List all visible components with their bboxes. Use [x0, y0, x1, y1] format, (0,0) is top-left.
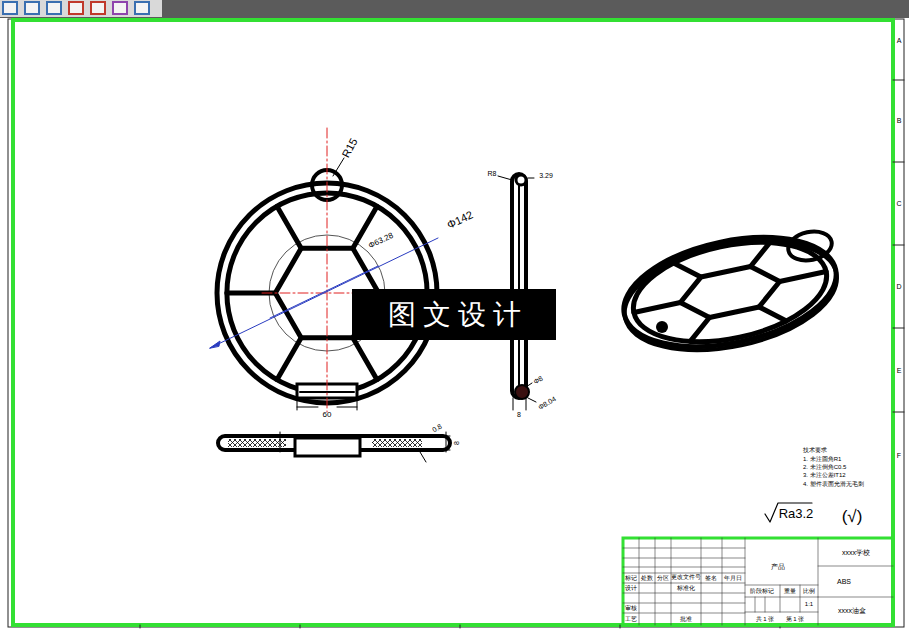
zone-letter: F	[897, 452, 901, 459]
dimension-text: Φ142	[445, 209, 474, 230]
table-cell: 重量	[784, 588, 796, 594]
zone-tick	[620, 625, 621, 628]
table-grid	[623, 538, 893, 625]
zone-tick	[893, 80, 904, 81]
watermark-text: 图 文 设 计	[388, 301, 521, 329]
table-cell: 设计	[625, 585, 637, 591]
note-text: 3. 未注公差IT12	[803, 472, 846, 478]
roughness-text: (√)	[842, 508, 863, 525]
note-text: 2. 未注倒角C0.5	[803, 464, 846, 470]
zone-letter: C	[896, 200, 901, 207]
toolbar-icons-bg	[0, 0, 162, 17]
toolbar-icon	[3, 2, 17, 14]
dimension-text: Φ8.04	[537, 395, 557, 411]
table-cell: xxxx学校	[842, 549, 870, 556]
table-cell: 签名	[705, 575, 717, 581]
zone-tick	[300, 625, 301, 628]
section-hatch	[372, 439, 422, 447]
toolbar-icon	[113, 2, 127, 14]
spoke	[277, 338, 301, 380]
table-cell: 工艺	[625, 616, 637, 622]
spoke	[353, 338, 377, 380]
side-view	[512, 174, 526, 398]
iso-pad	[656, 321, 668, 333]
dimension-text: R15	[340, 137, 359, 160]
dimension-text: Φ8	[532, 375, 544, 386]
note-text: 技术要求	[803, 447, 827, 453]
table-cell: 共 1 张	[756, 616, 775, 622]
title-block-frame	[623, 538, 893, 625]
center-line	[327, 128, 328, 412]
title-block	[623, 538, 893, 625]
toolbar	[0, 0, 909, 18]
table-cell: xxxx油盒	[838, 607, 866, 614]
dimension-text: 8	[517, 411, 521, 418]
arrowhead	[210, 341, 220, 348]
section-pad	[295, 438, 360, 456]
leader-line	[333, 158, 344, 176]
zone-tick	[893, 245, 904, 246]
zone-letter: D	[896, 283, 901, 290]
spoke	[634, 303, 680, 313]
table-cell: 批准	[680, 616, 692, 622]
toolbar-icon	[69, 2, 83, 14]
zone-letter: B	[897, 117, 902, 124]
toolbar-icon	[47, 2, 61, 14]
zone-tick	[140, 625, 141, 628]
spoke	[759, 302, 786, 326]
table-cell: 标准化	[677, 585, 695, 591]
dimension-text: 0.8	[431, 423, 443, 434]
zone-letter: E	[897, 367, 902, 374]
spoke	[780, 272, 826, 282]
pad-profile	[515, 385, 529, 399]
table-cell: 处数	[641, 575, 653, 581]
side-view-edge	[518, 184, 520, 386]
leader-line	[420, 452, 426, 462]
isometric-view	[614, 220, 847, 368]
dimension-text: 8	[453, 441, 460, 445]
spoke	[747, 243, 774, 267]
dimension-text: R8	[488, 170, 497, 177]
inner-ring	[624, 226, 835, 357]
outer-border	[8, 19, 904, 627]
table-cell: 产品	[771, 563, 785, 570]
watermark-box: 图 文 设 计	[352, 289, 556, 340]
table-cell: 标记	[625, 575, 637, 581]
table-cell: 比例	[803, 588, 815, 594]
note-text: 1. 未注圆角R1	[803, 456, 841, 462]
dimension-text: 60	[323, 411, 332, 419]
dimension-text: Φ63.28	[367, 232, 394, 250]
table-cell: 第 1 张	[786, 616, 805, 622]
spoke	[277, 206, 301, 248]
section-hatch	[228, 439, 286, 447]
table-cell: 审核	[625, 605, 637, 611]
spoke	[686, 317, 713, 341]
table-cell: 更改文件号	[671, 575, 701, 581]
roughness-text: Ra3.2	[779, 507, 814, 520]
toolbar-icon	[91, 2, 105, 14]
table-cell: ABS	[837, 578, 851, 585]
tab-profile	[516, 175, 526, 185]
toolbar-icon	[25, 2, 39, 14]
leader-line	[498, 176, 534, 180]
dimension-line	[280, 432, 450, 452]
frame-border	[13, 20, 893, 625]
zone-tick	[893, 412, 904, 413]
table-cell: 年月日	[724, 575, 742, 581]
dimension-text: 3.29	[539, 172, 553, 179]
zone-tick	[460, 625, 461, 628]
table-cell: 阶段标记	[750, 588, 774, 594]
outer-ring	[614, 220, 846, 364]
zone-tick	[893, 328, 904, 329]
spoke	[674, 258, 701, 282]
table-cell: 1:1	[805, 601, 813, 607]
zone-letter: A	[897, 37, 902, 44]
leader-line	[513, 383, 536, 410]
toolbar-icon	[135, 2, 149, 14]
zone-tick	[893, 162, 904, 163]
table-cell: 分区	[657, 575, 669, 581]
dimension-line	[297, 399, 357, 410]
note-text: 4. 塑件表面光滑无毛刺	[803, 481, 864, 487]
